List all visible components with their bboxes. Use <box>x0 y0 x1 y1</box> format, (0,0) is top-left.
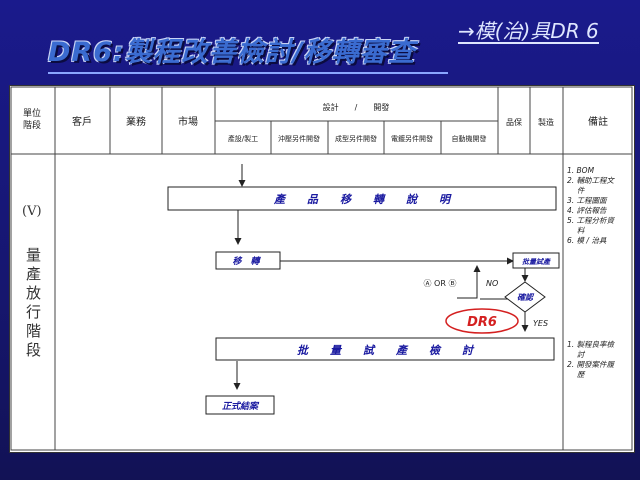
table-grid <box>10 86 633 451</box>
note-bottom-3: 歷 <box>567 370 585 379</box>
header-sales: 業務 <box>126 115 146 128</box>
header-sub-0: 產設/製工 <box>228 134 258 143</box>
trial-batch-box <box>512 252 560 269</box>
trial-batch-label: 批量試產 <box>522 257 551 266</box>
note-top-0: 1. BOM <box>567 166 595 175</box>
flow-diagram: 單位 階段 客戶 業務 市場 設計 / 開發 產設/製工 沖壓另件開發 成型另件… <box>10 86 633 451</box>
yes-label: YES <box>533 319 548 328</box>
dr6-badge-ring <box>445 308 519 334</box>
note-top-7: 6. 模 / 治具 <box>567 236 607 245</box>
mass-production-review-label: 批 量 試 產 檢 討 <box>297 344 475 357</box>
confirm-label: 確認 <box>517 293 535 302</box>
mass-production-review-box <box>215 337 555 361</box>
page-subtitle: →模(治)具DR 6 <box>458 19 599 44</box>
header-stage-line2: 階段 <box>23 119 41 131</box>
stage-name: 量產放行階段 <box>26 246 42 359</box>
note-top-3: 3. 工程圖面 <box>567 196 607 205</box>
ab-label: Ⓐ OR Ⓑ <box>424 279 457 288</box>
transfer-box <box>215 251 281 270</box>
stage-code: (V) <box>22 204 42 219</box>
flow-arrows <box>233 164 529 390</box>
note-top-5: 5. 工程分析資 <box>567 216 615 225</box>
notes-bottom: 1. 製程良率檢 討 2. 開發案件履 歷 <box>567 340 614 380</box>
header-sub-3: 電鍍另件開發 <box>391 134 433 143</box>
note-bottom-1: 討 <box>567 350 585 359</box>
confirm-diamond <box>504 281 546 313</box>
note-bottom-2: 2. 開發案件履 <box>567 360 615 369</box>
note-top-2: 件 <box>567 186 585 195</box>
note-bottom-0: 1. 製程良率檢 <box>567 340 615 349</box>
product-transfer-box <box>167 186 557 211</box>
formal-close-box <box>205 395 275 415</box>
product-transfer-label: 產 品 移 轉 說 明 <box>273 193 452 206</box>
page-title: DR6:製程改善檢討/移轉審查 <box>48 37 416 68</box>
formal-close-label: 正式結案 <box>222 401 260 412</box>
notes-top: 1. BOM 2. 輔助工程文 件 3. 工程圖面 4. 評估報告 5. 工程分… <box>567 166 614 246</box>
title-divider <box>48 72 448 74</box>
header-customer: 客戶 <box>72 115 92 128</box>
transfer-label: 移 轉 <box>232 256 261 267</box>
header-sub-4: 自動機開發 <box>452 134 487 143</box>
header-design-dev: 設計 / 開發 <box>323 102 390 112</box>
header-mfg: 製造 <box>538 117 554 127</box>
note-top-6: 料 <box>567 226 585 235</box>
no-label: NO <box>486 279 498 288</box>
dr6-badge: DR6 <box>467 315 497 330</box>
header-qa: 品保 <box>506 117 522 127</box>
header-sub-2: 成型另件開發 <box>335 134 377 143</box>
header-sub-1: 沖壓另件開發 <box>278 134 320 143</box>
flow-sheet: 單位 階段 客戶 業務 市場 設計 / 開發 產設/製工 沖壓另件開發 成型另件… <box>9 85 635 453</box>
note-top-1: 2. 輔助工程文 <box>567 176 615 185</box>
header-remarks: 備註 <box>588 115 608 128</box>
header-market: 市場 <box>178 115 198 128</box>
note-top-4: 4. 評估報告 <box>567 206 607 215</box>
header-stage-line1: 單位 <box>23 107 41 119</box>
